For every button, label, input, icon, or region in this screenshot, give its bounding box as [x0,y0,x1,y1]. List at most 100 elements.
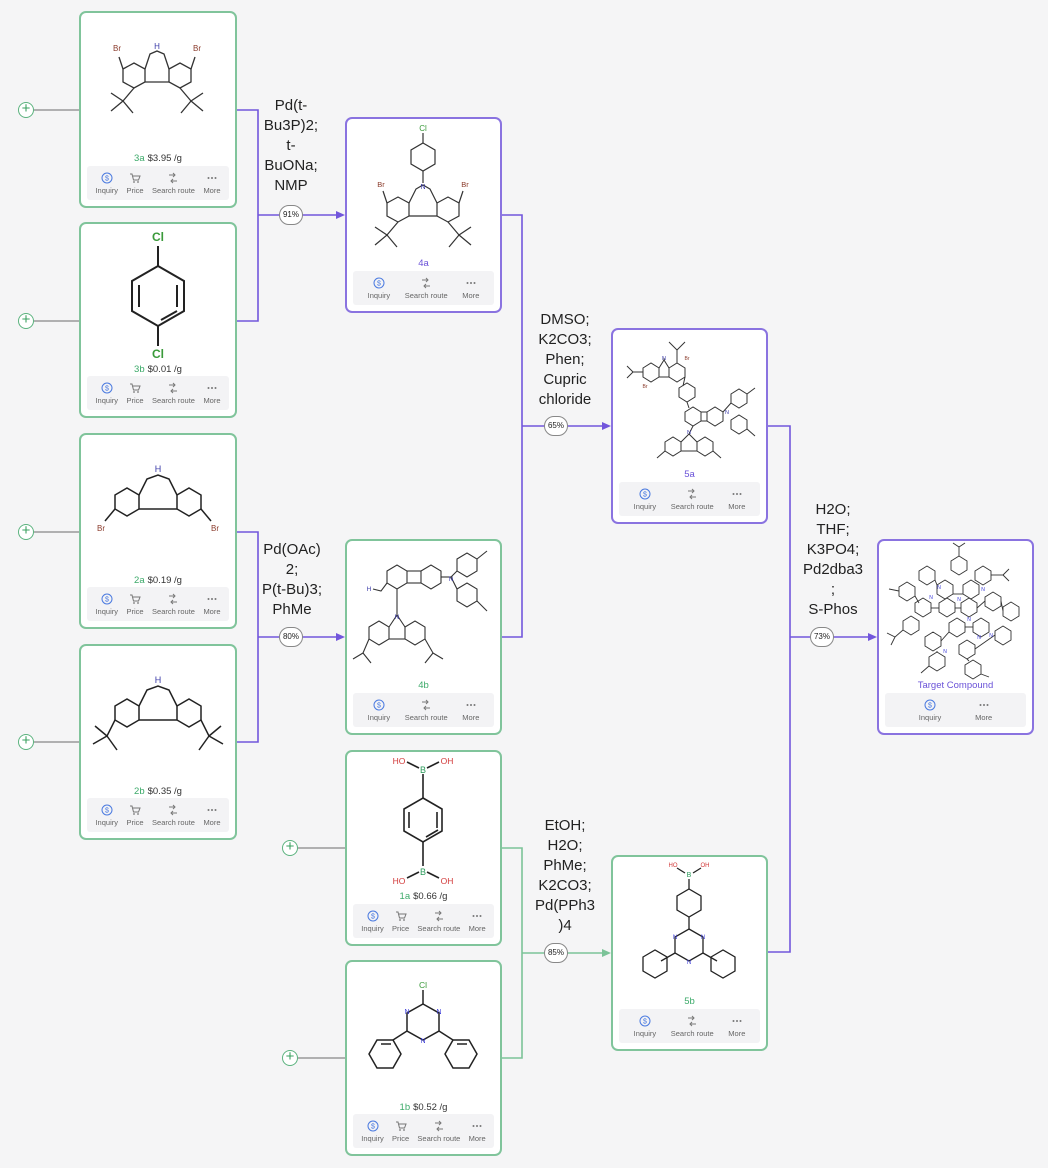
compound-label: 5b [613,996,766,1007]
atom-label-n: N [662,356,666,362]
inquiry-button[interactable]: $Inquiry [95,593,118,616]
expand-2a-button[interactable]: + [18,523,34,540]
more-button[interactable]: More [203,172,221,195]
reaction-conditions-r1: Pd(t- Bu3P)2; t- BuONa; NMP [263,97,319,194]
compound-label: 4b [347,680,500,691]
inquiry-button[interactable]: $Inquiry [361,1120,384,1143]
atom-label-br: Br [461,180,469,189]
price-button[interactable]: Price [126,804,144,827]
structure-5a: N N N Br Br [626,341,756,459]
yield-badge-r3: 65% [544,416,568,436]
compound-id[interactable]: 3b [134,364,145,375]
atom-label-cl: Cl [419,124,427,133]
compound-id[interactable]: 3a [134,153,145,164]
action-bar: $Inquiry Price Search route More [353,904,494,938]
price-button[interactable]: Price [126,172,144,195]
inquiry-button[interactable]: $Inquiry [95,804,118,827]
atom-label-br: Br [211,524,219,533]
inquiry-button[interactable]: $Inquiry [634,488,656,511]
compound-card-4a[interactable]: Cl N Br Br 4a $Inquiry Search route More [345,117,502,313]
compound-card-5b[interactable]: B HO OH N N N 5b $Inquiry Search route M… [611,855,768,1051]
price-button[interactable]: Price [392,1120,409,1143]
atom-label-n: N [929,595,933,601]
compound-card-1b[interactable]: Cl N N N 1b$0.52 /g $Inquiry Price Searc… [345,960,502,1156]
structure-4a: Cl N Br Br [374,124,472,248]
atom-label-n: N [943,649,947,655]
compound-card-1a[interactable]: B B HO OH HO OH 1a$0.66 /g $Inquiry Pric… [345,750,502,946]
inquiry-button[interactable]: $Inquiry [95,382,118,405]
compound-card-3a[interactable]: Br Br H 3a$3.95 /g $Inquiry Price Search… [79,11,237,208]
atom-label-n: N [449,576,454,583]
expand-2b-button[interactable]: + [18,733,34,750]
search-route-button[interactable]: Search route [405,699,448,722]
compound-id[interactable]: 5a [684,469,695,480]
atom-label-n: N [981,587,985,593]
compound-card-target[interactable]: N N N N N N N N Target Compound $Inquiry… [877,539,1034,735]
more-button[interactable]: More [469,910,486,933]
more-button[interactable]: More [728,488,745,511]
compound-card-4b[interactable]: H N N 4b $Inquiry Search route More [345,539,502,735]
atom-label-n: N [673,935,677,941]
action-bar: $Inquiry Search route More [353,271,494,305]
atom-label-br: Br [97,524,105,533]
compound-id[interactable]: 4b [418,680,429,691]
compound-label: 4a [347,258,500,269]
action-bar: $Inquiry More [885,693,1026,727]
more-icon [472,1124,482,1127]
compound-card-2b[interactable]: H 2b$0.35 /g $Inquiry Price Search route… [79,644,237,840]
inquiry-button[interactable]: $Inquiry [368,699,390,722]
more-button[interactable]: More [203,593,221,616]
action-bar: $Inquiry Price Search route More [87,798,229,832]
inquiry-button[interactable]: $Inquiry [919,699,941,722]
expand-3b-button[interactable]: + [18,312,34,329]
search-route-button[interactable]: Search route [405,277,448,300]
atom-label-cl: Cl [152,230,164,244]
structure-2b: H [92,675,224,751]
more-icon [732,492,742,495]
search-route-button[interactable]: Search route [152,382,195,405]
compound-id[interactable]: Target Compound [917,680,994,691]
search-route-button[interactable]: Search route [417,1120,460,1143]
search-route-button[interactable]: Search route [152,804,195,827]
inquiry-icon: $ [367,1120,379,1131]
compound-id[interactable]: 2b [134,786,145,797]
inquiry-button[interactable]: $Inquiry [634,1015,656,1038]
inquiry-button[interactable]: $Inquiry [368,277,390,300]
inquiry-icon: $ [367,910,379,921]
compound-id[interactable]: 1b [399,1102,411,1113]
compound-id[interactable]: 5b [684,996,695,1007]
expand-1a-button[interactable]: + [282,839,298,856]
compound-id[interactable]: 4a [418,258,429,269]
search-route-button[interactable]: Search route [152,593,195,616]
compound-card-3b[interactable]: Cl Cl 3b$0.01 /g $Inquiry Price Search r… [79,222,237,418]
cart-icon [130,805,141,815]
search-route-button[interactable]: Search route [671,488,714,511]
price-button[interactable]: Price [126,593,144,616]
more-button[interactable]: More [469,1120,486,1143]
price-button[interactable]: Price [392,910,409,933]
search-route-button[interactable]: Search route [671,1015,714,1038]
atom-label-n: N [989,633,993,639]
yield-badge-r1: 91% [279,205,303,225]
action-bar: $Inquiry Price Search route More [353,1114,494,1148]
more-button[interactable]: More [975,699,992,722]
compound-card-5a[interactable]: N N N Br Br 5a $Inquiry Search route Mor… [611,328,768,524]
compound-id[interactable]: 1a [399,891,411,902]
inquiry-button[interactable]: $Inquiry [95,172,118,195]
expand-1b-button[interactable]: + [282,1049,298,1066]
more-button[interactable]: More [462,699,479,722]
inquiry-button[interactable]: $Inquiry [361,910,384,933]
more-button[interactable]: More [203,804,221,827]
more-button[interactable]: More [203,382,221,405]
compound-id[interactable]: 2a [134,575,145,586]
action-bar: $Inquiry Price Search route More [87,587,229,621]
search-route-button[interactable]: Search route [152,172,195,195]
structure-target: N N N N N N N N [886,542,1020,680]
more-icon [732,1019,742,1022]
price-button[interactable]: Price [126,382,144,405]
search-route-button[interactable]: Search route [417,910,460,933]
expand-3a-button[interactable]: + [18,101,34,118]
more-button[interactable]: More [728,1015,745,1038]
more-button[interactable]: More [462,277,479,300]
compound-card-2a[interactable]: H Br Br 2a$0.19 /g $Inquiry Price Search… [79,433,237,629]
